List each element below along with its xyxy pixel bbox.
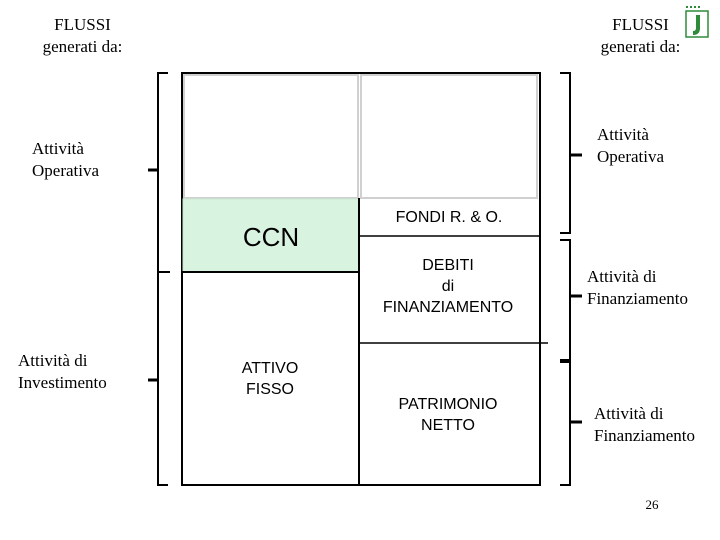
university-logo-icon bbox=[684, 6, 710, 38]
right-financing2-line1: Attività di bbox=[594, 404, 664, 423]
left-operating-line2: Operativa bbox=[32, 161, 100, 180]
debt-label: DEBITI di FINANZIAMENTO bbox=[362, 255, 534, 318]
left-header: FLUSSI generati da: bbox=[30, 14, 135, 58]
left-operating-line1: Attività bbox=[32, 139, 84, 158]
equity-line1: PATRIMONIO bbox=[398, 396, 498, 413]
left-investing-line1: Attività di bbox=[18, 351, 88, 370]
left-header-line2: generati da: bbox=[42, 37, 123, 56]
ccn-label: CCN bbox=[242, 222, 300, 252]
right-financing1-line1: Attività di bbox=[587, 267, 657, 286]
right-financing1-line2: Finanziamento bbox=[587, 289, 689, 308]
debt-line3: FINANZIAMENTO bbox=[382, 299, 514, 316]
right-header-line2: generati da: bbox=[600, 37, 681, 56]
right-financing2-line2: Finanziamento bbox=[594, 426, 696, 445]
right-label-operating: Attività Operativa bbox=[597, 124, 707, 168]
equity-label: PATRIMONIO NETTO bbox=[362, 394, 534, 436]
left-header-line1: FLUSSI bbox=[54, 15, 111, 34]
fixed-assets-label: ATTIVO FISSO bbox=[210, 358, 330, 400]
right-operating-line2: Operativa bbox=[597, 147, 665, 166]
right-header: FLUSSI generati da: bbox=[588, 14, 693, 58]
right-label-financing-equity: Attività di Finanziamento bbox=[594, 403, 718, 447]
fixed-assets-line2: FISSO bbox=[245, 381, 294, 398]
left-label-investing: Attività di Investimento bbox=[18, 350, 138, 394]
equity-line2: NETTO bbox=[421, 417, 475, 434]
funds-label: FONDI R. & O. bbox=[395, 209, 503, 226]
page-number: 26 bbox=[645, 497, 659, 512]
debt-line1: DEBITI bbox=[422, 257, 474, 274]
right-operating-line1: Attività bbox=[597, 125, 649, 144]
right-label-financing-debt: Attività di Finanziamento bbox=[587, 266, 715, 310]
right-header-line1: FLUSSI bbox=[612, 15, 669, 34]
left-investing-line2: Investimento bbox=[18, 373, 107, 392]
fixed-assets-line1: ATTIVO bbox=[241, 360, 299, 377]
debt-line2: di bbox=[441, 278, 455, 295]
left-label-operating: Attività Operativa bbox=[32, 138, 142, 182]
